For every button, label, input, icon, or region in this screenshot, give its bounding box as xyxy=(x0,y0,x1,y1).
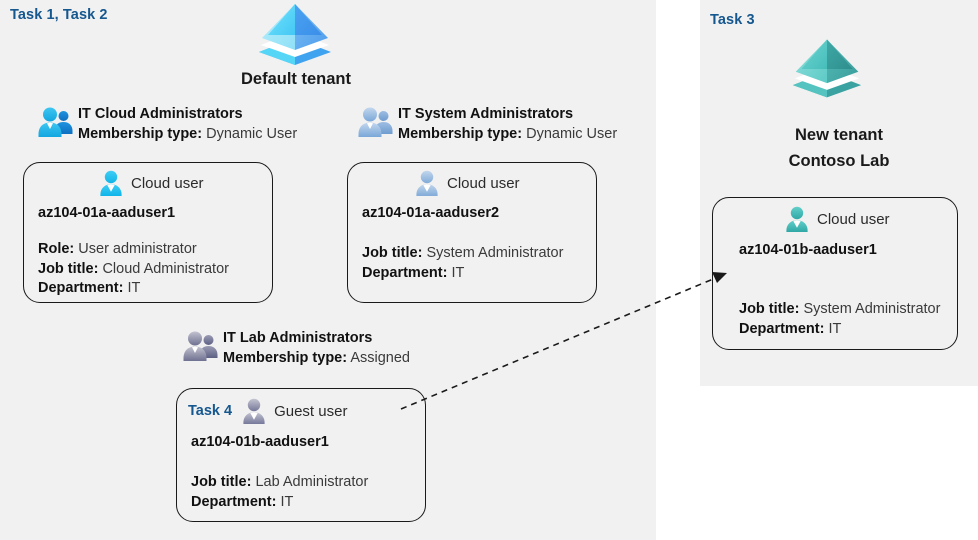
card-user-type: Guest user xyxy=(274,402,348,420)
card-user-header: Cloud user xyxy=(413,169,520,197)
task-label-left: Task 1, Task 2 xyxy=(10,7,108,23)
prop-value: User administrator xyxy=(78,241,197,257)
new-tenant-caption-line1: New tenant xyxy=(794,126,883,144)
membership-type-label: Membership type: xyxy=(78,126,203,142)
prop-label: Role: xyxy=(38,241,75,257)
prop-label: Department: xyxy=(191,493,277,510)
prop-value: Cloud Administrator xyxy=(102,260,229,277)
group-membership-type: Membership type: Assigned xyxy=(223,348,410,369)
azure-ad-tenant-icon-new xyxy=(790,37,864,99)
card-user-header: Cloud user xyxy=(783,205,890,233)
user-card-aaduser2[interactable]: Cloud user az104-01a-aaduser2 Job title:… xyxy=(347,162,597,303)
guest-user-icon xyxy=(240,397,268,425)
group-users-icon xyxy=(358,106,394,140)
card-prop-department: Department: IT xyxy=(739,320,940,340)
card-properties: Job title: Lab Administrator Department:… xyxy=(191,473,368,512)
card-prop-department: Department: IT xyxy=(38,279,229,299)
cloud-user-icon xyxy=(413,169,441,197)
prop-value: System Administrator xyxy=(426,245,564,261)
card-properties: Role: User administrator Job title: Clou… xyxy=(38,240,229,299)
user-card-new-tenant-aaduser1[interactable]: Cloud user az104-01b-aaduser1 Job title:… xyxy=(712,197,958,350)
prop-value: IT xyxy=(280,493,294,510)
group-membership-type: Membership type: Dynamic User xyxy=(78,124,297,145)
card-prop-job-title: Job title: System Administrator xyxy=(362,244,563,264)
membership-type-value: Dynamic User xyxy=(526,126,618,142)
card-user-type: Cloud user xyxy=(817,210,890,228)
prop-value: IT xyxy=(828,320,842,337)
prop-value: System Administrator xyxy=(803,301,941,317)
card-user-name: az104-01b-aaduser1 xyxy=(191,434,329,450)
new-tenant-caption-line2: Contoso Lab xyxy=(788,152,890,170)
card-properties: Job title: System Administrator Departme… xyxy=(362,244,563,283)
membership-type-label: Membership type: xyxy=(398,126,523,142)
prop-label: Job title: xyxy=(739,301,800,317)
card-prop-department: Department: IT xyxy=(362,264,563,284)
user-card-aaduser1[interactable]: Cloud user az104-01a-aaduser1 Role: User… xyxy=(23,162,273,303)
card-prop-role: Role: User administrator xyxy=(38,240,229,260)
default-tenant-panel xyxy=(0,0,656,540)
card-properties: Job title: System Administrator Departme… xyxy=(739,300,940,339)
group-title: IT System Administrators xyxy=(398,106,574,122)
prop-label: Job title: xyxy=(191,474,252,490)
prop-label: Department: xyxy=(38,280,124,296)
default-tenant-caption: Default tenant xyxy=(240,70,351,88)
card-prop-job-title: Job title: Cloud Administrator xyxy=(38,260,229,280)
group-users-icon xyxy=(38,106,74,140)
cloud-user-icon xyxy=(97,169,125,197)
group-users-icon xyxy=(183,330,219,364)
card-user-name: az104-01a-aaduser2 xyxy=(362,205,500,221)
card-user-type: Cloud user xyxy=(131,174,204,192)
membership-type-value: Assigned xyxy=(350,350,410,366)
user-card-guest-aaduser1[interactable]: Task 4 Guest user az104-01b-aaduser1 Job… xyxy=(176,388,426,522)
prop-value: Lab Administrator xyxy=(255,474,369,490)
group-membership-type: Membership type: Dynamic User xyxy=(398,124,617,145)
card-prop-job-title: Job title: Lab Administrator xyxy=(191,473,368,493)
card-prop-department: Department: IT xyxy=(191,493,368,513)
membership-type-value: Dynamic User xyxy=(206,126,298,142)
card-user-type: Cloud user xyxy=(447,174,520,192)
prop-label: Job title: xyxy=(38,260,99,277)
card-user-header: Task 4 Guest user xyxy=(188,397,347,425)
card-user-header: Cloud user xyxy=(97,169,204,197)
prop-value: IT xyxy=(127,280,141,296)
prop-label: Department: xyxy=(362,264,448,281)
membership-type-label: Membership type: xyxy=(223,350,348,366)
task-label-right: Task 3 xyxy=(710,12,755,28)
prop-label: Department: xyxy=(739,320,825,337)
task-label-inline: Task 4 xyxy=(188,403,233,419)
azure-ad-tenant-icon-default xyxy=(256,2,334,66)
group-title: IT Lab Administrators xyxy=(223,330,373,346)
card-user-name: az104-01b-aaduser1 xyxy=(739,242,877,258)
cloud-user-icon xyxy=(783,205,811,233)
group-title: IT Cloud Administrators xyxy=(78,106,243,122)
card-prop-job-title: Job title: System Administrator xyxy=(739,300,940,320)
prop-label: Job title: xyxy=(362,245,423,261)
card-user-name: az104-01a-aaduser1 xyxy=(38,205,176,221)
prop-value: IT xyxy=(451,264,465,281)
